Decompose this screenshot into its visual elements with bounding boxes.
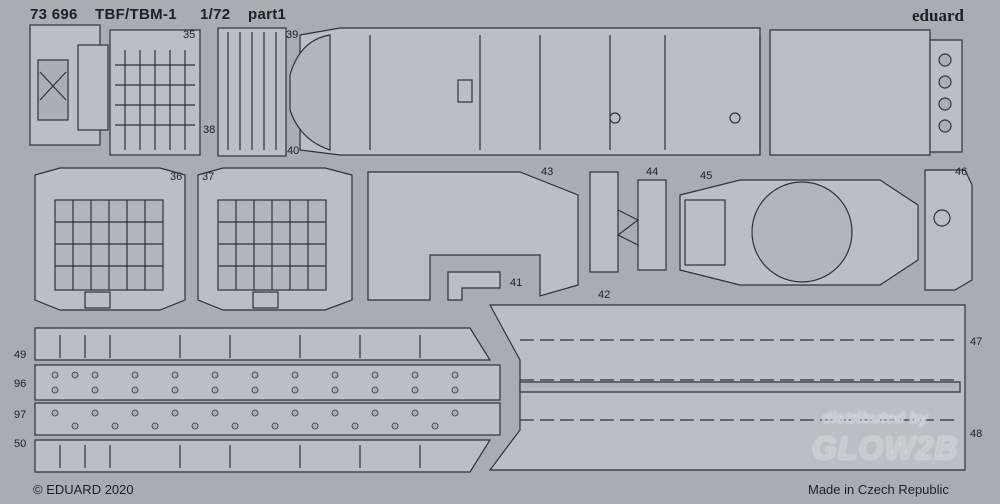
part-number: 36 xyxy=(170,171,183,183)
part-50-strip xyxy=(34,439,492,473)
part-number: 35 xyxy=(183,29,196,41)
part-number: 96 xyxy=(14,378,27,390)
part-number: 45 xyxy=(700,170,713,182)
part-35 xyxy=(29,24,201,156)
part-number: 43 xyxy=(541,166,554,178)
part-number: 97 xyxy=(14,409,27,421)
part-number: 50 xyxy=(14,438,27,450)
brand-logo: eduard xyxy=(912,6,964,25)
copyright: © EDUARD 2020 xyxy=(33,482,134,497)
part-37 xyxy=(197,167,353,311)
part-number: 44 xyxy=(646,166,659,178)
part-number: 39 xyxy=(286,29,299,41)
part-97-strip xyxy=(34,402,501,436)
part-number: 38 xyxy=(203,124,216,136)
kit-scale: 1/72 xyxy=(200,6,231,23)
kit-number: 73 696 xyxy=(30,6,78,23)
part-43 xyxy=(367,171,579,301)
part-47-48 xyxy=(488,304,966,471)
kit-title: TBF/TBM-1 xyxy=(95,6,177,23)
part-number: 41 xyxy=(510,277,523,289)
origin-text: Made in Czech Republic xyxy=(808,482,949,497)
part-42-44 xyxy=(589,171,667,273)
part-45 xyxy=(679,179,919,286)
kit-part: part1 xyxy=(248,6,287,23)
part-96-strip xyxy=(34,364,501,401)
part-number: 37 xyxy=(202,171,215,183)
part-46 xyxy=(924,169,973,291)
part-number: 49 xyxy=(14,349,27,361)
part-39-40 xyxy=(289,27,963,156)
part-number: 40 xyxy=(287,145,300,157)
part-number: 46 xyxy=(955,166,968,178)
part-38 xyxy=(217,27,287,157)
watermark-text: distributed by xyxy=(822,410,928,427)
distributor-logo: GLOW2B xyxy=(812,430,959,466)
part-49-strip xyxy=(34,327,492,361)
part-number: 48 xyxy=(970,428,983,440)
part-number: 47 xyxy=(970,336,983,348)
part-36 xyxy=(34,167,186,311)
part-number: 42 xyxy=(598,289,611,301)
